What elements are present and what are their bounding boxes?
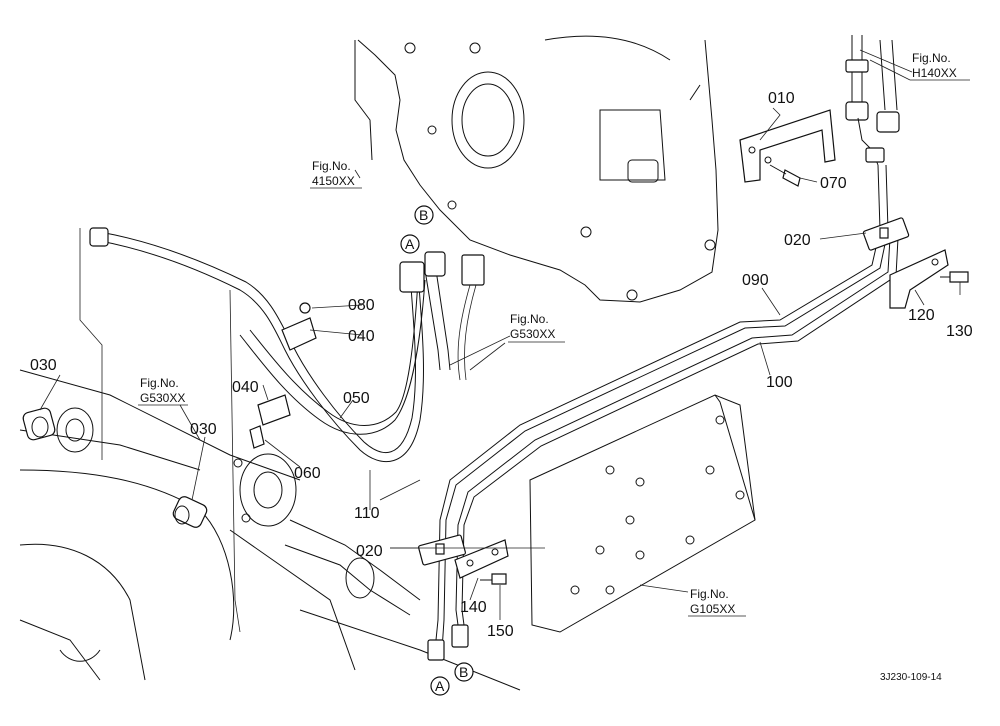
callout-050: 050 bbox=[343, 390, 370, 407]
callout-130: 130 bbox=[946, 323, 973, 340]
hose-b bbox=[399, 251, 451, 371]
plate-120 bbox=[889, 249, 949, 309]
ref-4150-code: 4150XX bbox=[312, 174, 355, 188]
elbow-fitting-030-left bbox=[22, 407, 56, 441]
hose-050 bbox=[239, 279, 426, 435]
ref-g105-code: G105XX bbox=[690, 602, 735, 616]
callout-150: 150 bbox=[487, 623, 514, 640]
clamp-040-upper bbox=[281, 317, 317, 351]
pipe-clamp-020-lower bbox=[418, 534, 466, 566]
bracket-010 bbox=[739, 109, 836, 183]
callout-110: 110 bbox=[354, 505, 380, 522]
pipe-end-fittings bbox=[427, 624, 469, 661]
ref-g530-left-code: G530XX bbox=[140, 391, 185, 405]
callout-020-upper: 020 bbox=[784, 232, 811, 249]
callout-040-lower: 040 bbox=[232, 379, 259, 396]
nut-080 bbox=[299, 302, 311, 314]
ref-g530-left-label: Fig.No. bbox=[140, 376, 179, 390]
bolt-060 bbox=[249, 425, 265, 449]
marker-b-bottom: B bbox=[459, 664, 468, 680]
ref-h140-code: H140XX bbox=[912, 66, 957, 80]
elbow-fitting-030-center bbox=[172, 496, 208, 528]
connection-markers: B A A B bbox=[400, 205, 474, 696]
callout-090: 090 bbox=[742, 272, 769, 289]
hydraulic-pipe-100 bbox=[455, 237, 899, 641]
bolt-150 bbox=[480, 573, 507, 585]
mounting-plate bbox=[529, 394, 756, 633]
marker-a-top: A bbox=[405, 236, 415, 252]
callout-040-upper: 040 bbox=[348, 328, 375, 345]
callout-070: 070 bbox=[820, 175, 847, 192]
callout-010: 010 bbox=[768, 90, 795, 107]
clamp-040-lower bbox=[257, 394, 291, 426]
part-callouts: 010 070 020 090 120 130 100 080 040 040 … bbox=[30, 90, 973, 640]
transmission-housing bbox=[354, 35, 719, 303]
callout-100: 100 bbox=[766, 374, 793, 391]
callout-080: 080 bbox=[348, 297, 375, 314]
wire-harness bbox=[457, 254, 485, 381]
marker-a-bottom: A bbox=[435, 678, 445, 694]
callout-060: 060 bbox=[294, 465, 321, 482]
ref-h140-label: Fig.No. bbox=[912, 51, 951, 65]
bolt-070 bbox=[769, 164, 801, 187]
callout-030-center: 030 bbox=[190, 421, 217, 438]
upper-hoses bbox=[845, 35, 900, 166]
plate-140 bbox=[454, 539, 509, 579]
figure-references: Fig.No. H140XX Fig.No. 4150XX Fig.No. G5… bbox=[138, 51, 970, 617]
ref-4150-label: Fig.No. bbox=[312, 159, 351, 173]
callout-020-lower: 020 bbox=[356, 543, 383, 560]
ref-g530-right-label: Fig.No. bbox=[510, 312, 549, 326]
pipe-clamp-020-upper bbox=[862, 217, 910, 251]
callout-140: 140 bbox=[460, 599, 487, 616]
drawing-code: 3J230-109-14 bbox=[880, 672, 942, 683]
marker-b-top: B bbox=[419, 207, 428, 223]
bolt-130 bbox=[940, 271, 969, 283]
ref-g105-label: Fig.No. bbox=[690, 587, 729, 601]
leader-lines bbox=[39, 49, 961, 633]
callout-030-left: 030 bbox=[30, 357, 57, 374]
callout-120: 120 bbox=[908, 307, 935, 324]
ref-g530-right-code: G530XX bbox=[510, 327, 555, 341]
